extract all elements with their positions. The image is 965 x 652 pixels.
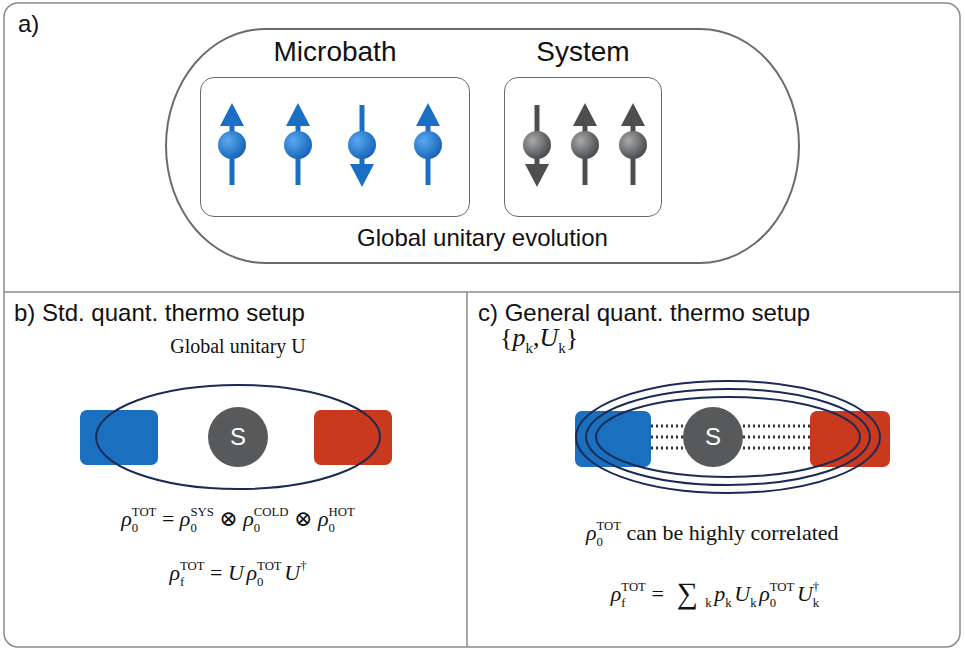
formula-symbol: ρ [586,520,597,546]
panel-label: c) General quant. thermo setup [478,299,810,328]
spin-up [619,103,647,185]
microbath-box: Microbath [200,77,470,217]
formula-symbol: ρ [180,506,191,532]
formula-symbol: , [533,322,540,353]
hot-bath [810,411,890,467]
unitary-ellipse [96,385,380,489]
label-group: ρfTOT=∑kpkUkρ0TOTUk† [611,574,819,610]
formula-symbol: { [500,322,512,353]
subscript: 0 [329,521,335,536]
subscript: f [621,596,625,611]
superscript: TOT [597,519,622,534]
spin-down [348,105,376,187]
subscript: 0 [257,575,263,590]
node-heading: System [505,36,661,68]
formula-symbol: p [512,322,525,353]
panel-label: b) Std. quant. thermo setup [14,299,305,328]
label-group: a) [18,10,39,39]
label-group: ρ0TOT=ρ0SYS⊗ρ0COLD⊗ρ0HOT [121,506,354,532]
superscript: † [300,559,306,574]
superscript: TOT [257,559,282,574]
formula-symbol: p [714,581,725,607]
subscript: 0 [190,521,196,536]
subscript: k [525,339,533,357]
formula-symbol: ∑ [677,576,698,612]
label-group: ρ0TOTcan be highly correlated [586,520,844,546]
formula-symbol: ρ [247,560,258,586]
node-heading: Global unitary evolution [167,224,798,252]
subscript: k [558,339,566,357]
superscript: TOT [770,580,795,595]
formula-symbol: ρ [611,581,622,607]
label-group: ρfTOT=Uρ0TOTU† [169,560,306,586]
subscript: 0 [597,535,603,550]
subscript: k [750,596,756,611]
node-letter: S [683,407,743,467]
superscript: † [813,580,819,595]
divider [4,291,960,293]
formula-symbol: ⊗ [294,506,312,532]
panel-label: Global unitary U [170,334,306,358]
formula-symbol: } [566,322,578,353]
spin-up [414,103,442,185]
frame [4,3,960,647]
system-circle: S [208,407,268,467]
formula-symbol: = [162,506,174,532]
subscript: 0 [254,521,260,536]
formula-symbol: U [734,581,750,607]
subscript: 0 [132,521,138,536]
label-group: c) General quant. thermo setup [478,299,810,328]
label-group: Global unitary U [170,334,306,358]
system-box: System [504,77,662,217]
formula-symbol: ρ [121,506,132,532]
superscript: SYS [190,505,213,520]
formula-symbol: ρ [759,581,770,607]
formula-symbol: U [228,560,244,586]
node-letter: S [208,407,268,467]
formula-symbol: U [540,322,559,353]
formula-symbol: U [284,560,300,586]
formula-symbol: = [210,560,222,586]
formula-symbol: = [651,581,663,607]
superscript: TOT [180,559,205,574]
node-heading: Microbath [201,36,469,68]
formula-symbol: ρ [169,560,180,586]
spin-up [284,103,312,185]
superscript: TOT [132,505,157,520]
spin-up [218,103,246,185]
label-group: {pk,Uk} [500,322,578,353]
subscript: k [813,596,819,611]
formula-symbol: ρ [318,506,329,532]
superscript: TOT [621,580,646,595]
subscript: k [705,596,711,611]
superscript: HOT [329,505,355,520]
formula-symbol: ⊗ [219,506,237,532]
subscript: f [180,575,184,590]
label-group: b) Std. quant. thermo setup [14,299,305,328]
enclosure: Global unitary evolutionMicrobathSystem [165,28,800,264]
subscript: k [725,596,731,611]
system-circle: S [683,407,743,467]
spin-up [571,103,599,185]
unitary-ellipses [576,381,880,493]
cold-bath [80,410,158,465]
formula-symbol: can be highly correlated [627,520,839,546]
superscript: COLD [254,505,289,520]
divider [466,292,468,647]
spin-down [523,105,551,187]
formula-symbol: U [797,581,813,607]
subscript: 0 [770,596,776,611]
formula-symbol: ρ [243,506,254,532]
panel-label: a) [18,10,39,39]
